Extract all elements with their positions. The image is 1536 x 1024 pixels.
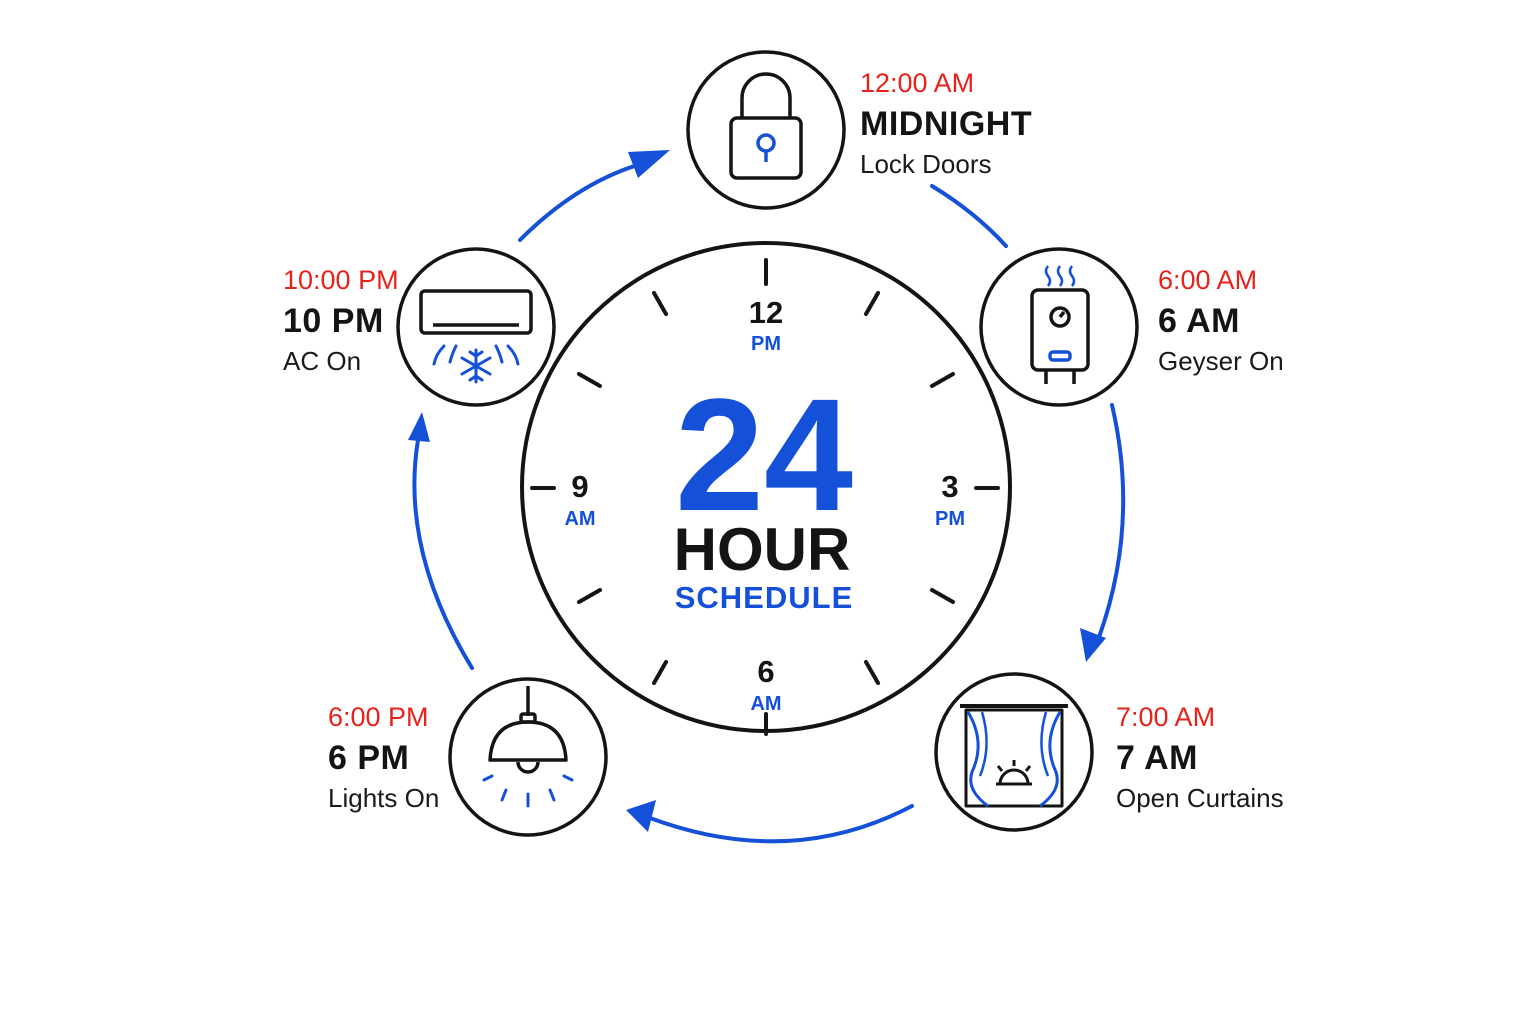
- dial-number-bottom: 6: [757, 654, 774, 689]
- arrowhead-7am: [1080, 628, 1106, 662]
- center-schedule-word: SCHEDULE: [675, 580, 854, 615]
- dial-number-top: 12: [749, 295, 783, 330]
- event-label-6am: 6:00 AM 6 AM Geyser On: [1158, 265, 1284, 376]
- arrowhead-6pm: [626, 800, 656, 832]
- arrowhead-10pm: [408, 412, 430, 442]
- dial-number-left: 9: [571, 469, 588, 504]
- dial-number-right: 3: [941, 469, 958, 504]
- event-task: AC On: [283, 346, 362, 376]
- event-time: 6:00 AM: [1158, 265, 1258, 295]
- badge-6am: [979, 247, 1139, 407]
- clock-face: 12 PM 3 PM 6 AM 9 AM 24 HOUR SCHEDULE: [520, 241, 1012, 736]
- arc-7am-to-6pm: [648, 804, 914, 844]
- water-heater-icon: [1030, 265, 1090, 384]
- badge-midnight: [686, 50, 846, 210]
- event-time: 6:00 PM: [328, 702, 429, 732]
- event-label-10pm: 10:00 PM 10 PM AC On: [283, 265, 399, 376]
- event-label-midnight: 12:00 AM MIDNIGHT Lock Doors: [860, 68, 1033, 179]
- badge-7am: [934, 672, 1094, 832]
- lock-icon: [729, 72, 803, 180]
- center-hour-word: HOUR: [674, 516, 851, 583]
- dial-period-bottom: AM: [750, 693, 781, 715]
- event-label-7am: 7:00 AM 7 AM Open Curtains: [1116, 702, 1284, 813]
- event-heading: 6 PM: [328, 739, 410, 777]
- clock-ticks: [530, 258, 1000, 736]
- arrowhead-midnight: [628, 150, 670, 178]
- air-conditioner-icon: [419, 289, 533, 384]
- arc-6am-to-7am: [1096, 403, 1126, 642]
- dial-period-right: PM: [935, 508, 965, 530]
- event-task: Open Curtains: [1116, 783, 1284, 813]
- dial-period-left: AM: [564, 508, 595, 530]
- center-big-number: 24: [675, 365, 853, 544]
- dial-period-top: PM: [751, 333, 781, 355]
- event-task: Geyser On: [1158, 346, 1284, 376]
- badge-6pm: [448, 677, 608, 837]
- connector-arcs: [408, 150, 1126, 844]
- event-heading: MIDNIGHT: [860, 105, 1033, 143]
- event-task: Lights On: [328, 783, 440, 813]
- event-time: 7:00 AM: [1116, 702, 1216, 732]
- event-task: Lock Doors: [860, 149, 992, 179]
- ceiling-lamp-icon: [482, 686, 574, 808]
- event-time: 10:00 PM: [283, 265, 399, 295]
- arc-6pm-to-10pm: [412, 438, 474, 670]
- curtains-window-icon: [960, 704, 1068, 808]
- event-heading: 7 AM: [1116, 739, 1198, 777]
- event-heading: 10 PM: [283, 302, 384, 340]
- event-label-6pm: 6:00 PM 6 PM Lights On: [328, 702, 440, 813]
- arc-10pm-to-midnight: [518, 160, 650, 242]
- arc-midnight-to-6am: [930, 184, 1008, 248]
- badge-10pm: [396, 247, 556, 407]
- event-heading: 6 AM: [1158, 302, 1240, 340]
- event-time: 12:00 AM: [860, 68, 975, 98]
